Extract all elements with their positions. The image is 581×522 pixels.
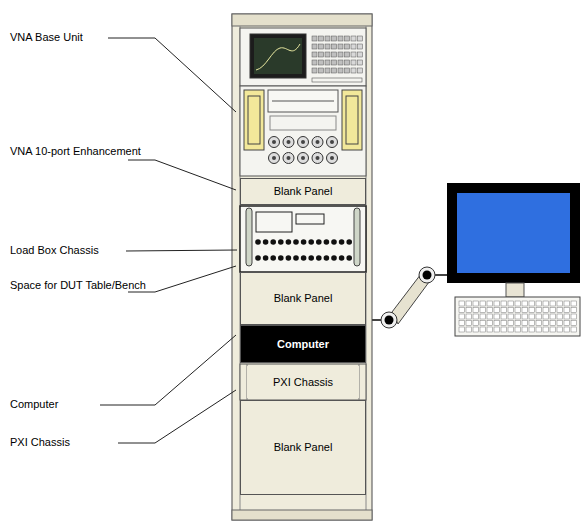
callout-label: VNA Base Unit [10, 31, 83, 44]
blank-panel: Blank Panel [240, 272, 366, 325]
blank-panel: Blank Panel [240, 400, 366, 495]
computer-unit: Computer [240, 325, 366, 363]
panel-label: PXI Chassis [273, 376, 333, 389]
panel-label: Computer [277, 338, 329, 351]
callout-label: PXI Chassis [10, 436, 70, 449]
panel-label: Blank Panel [274, 185, 333, 198]
panel-label: Blank Panel [274, 441, 333, 454]
panel-label: Blank Panel [274, 292, 333, 305]
callout-label: Space for DUT Table/Bench [10, 279, 146, 292]
callout-label: Computer [10, 398, 58, 411]
pxi-chassis: PXI Chassis [247, 366, 359, 398]
callout-label: Load Box Chassis [10, 244, 99, 257]
callout-label: VNA 10-port Enhancement [10, 145, 141, 158]
blank-panel: Blank Panel [240, 178, 366, 205]
